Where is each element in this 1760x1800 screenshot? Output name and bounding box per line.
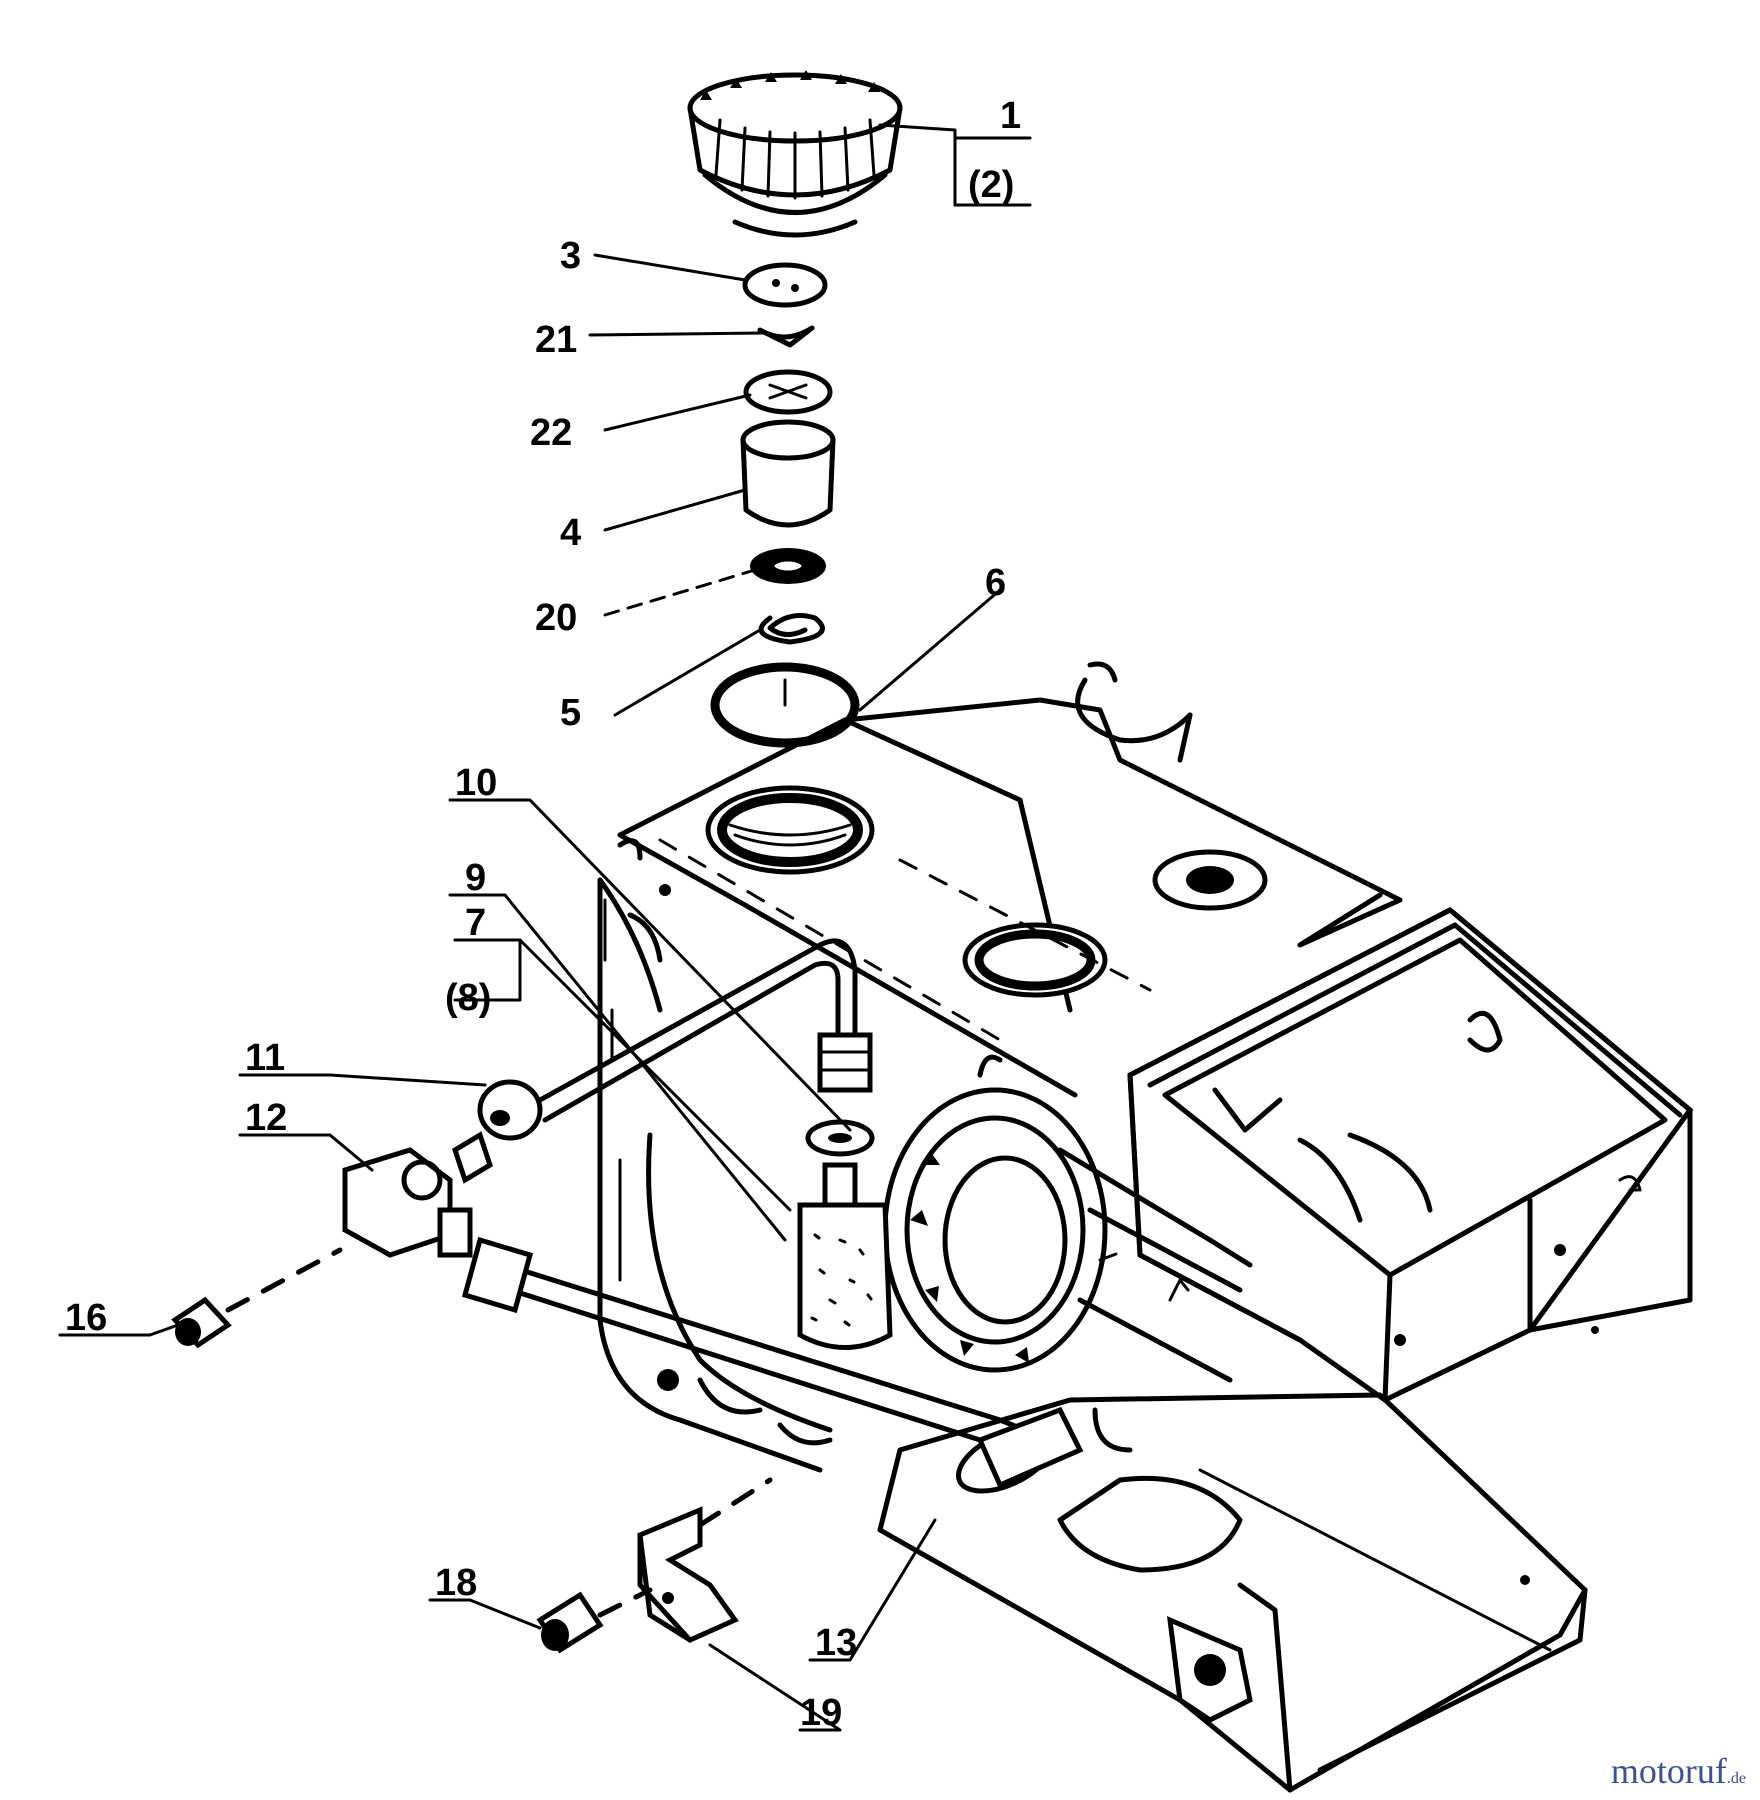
label-part-4: 4 <box>560 512 581 554</box>
leader-lines <box>58 123 1032 1732</box>
valve-screw-16 <box>171 1247 343 1349</box>
label-part-13: 13 <box>815 1622 857 1664</box>
label-part-6: 6 <box>985 562 1006 604</box>
coil-spring <box>758 613 825 645</box>
watermark-suffix: .de <box>1726 1770 1746 1787</box>
label-part-20: 20 <box>535 597 577 639</box>
frame-rail <box>877 1392 1588 1793</box>
label-part-10: 10 <box>455 762 497 804</box>
label-part-16: 16 <box>65 1297 107 1339</box>
label-part-19: 19 <box>800 1692 842 1734</box>
valve-disc <box>743 369 833 415</box>
engine-flange <box>882 1054 1253 1383</box>
label-part-2: (2) <box>968 164 1014 206</box>
hose-connector <box>817 1032 873 1093</box>
label-part-21: 21 <box>535 319 577 361</box>
part-labels: 1 (2) 3 21 22 4 20 5 6 10 9 7 (8) 11 12 … <box>65 95 1021 1734</box>
label-part-22: 22 <box>530 412 572 454</box>
filter-washer <box>805 1119 875 1157</box>
fuel-cap <box>687 70 903 238</box>
shut-off-valve <box>342 1131 494 1258</box>
spring-clip <box>757 325 815 348</box>
filter-cup <box>740 419 836 528</box>
label-part-3: 3 <box>560 235 581 277</box>
fuel-tank <box>597 661 1403 1473</box>
label-part-11: 11 <box>245 1037 285 1079</box>
line-nut <box>477 1079 543 1141</box>
fuel-filter <box>797 1162 893 1350</box>
fuel-line-lower <box>461 1236 1084 1494</box>
vent-disc <box>742 262 828 308</box>
label-part-7: 7 <box>465 902 486 944</box>
mounting-bracket <box>637 1477 773 1643</box>
rubber-seal <box>750 548 826 584</box>
label-part-12: 12 <box>245 1097 287 1139</box>
label-part-5: 5 <box>560 692 581 734</box>
label-part-1: 1 <box>1000 95 1021 137</box>
label-part-9: 9 <box>465 857 486 899</box>
watermark-logo: motoruf.de <box>1611 1750 1746 1792</box>
o-ring-gasket <box>710 662 860 748</box>
label-part-8: (8) <box>445 977 491 1019</box>
battery-tray <box>1127 907 1694 1403</box>
label-part-18: 18 <box>435 1562 477 1604</box>
fuel-line-upper <box>537 938 858 1123</box>
bracket-screw-18 <box>536 1587 653 1654</box>
watermark-text: motoruf <box>1610 1751 1727 1791</box>
